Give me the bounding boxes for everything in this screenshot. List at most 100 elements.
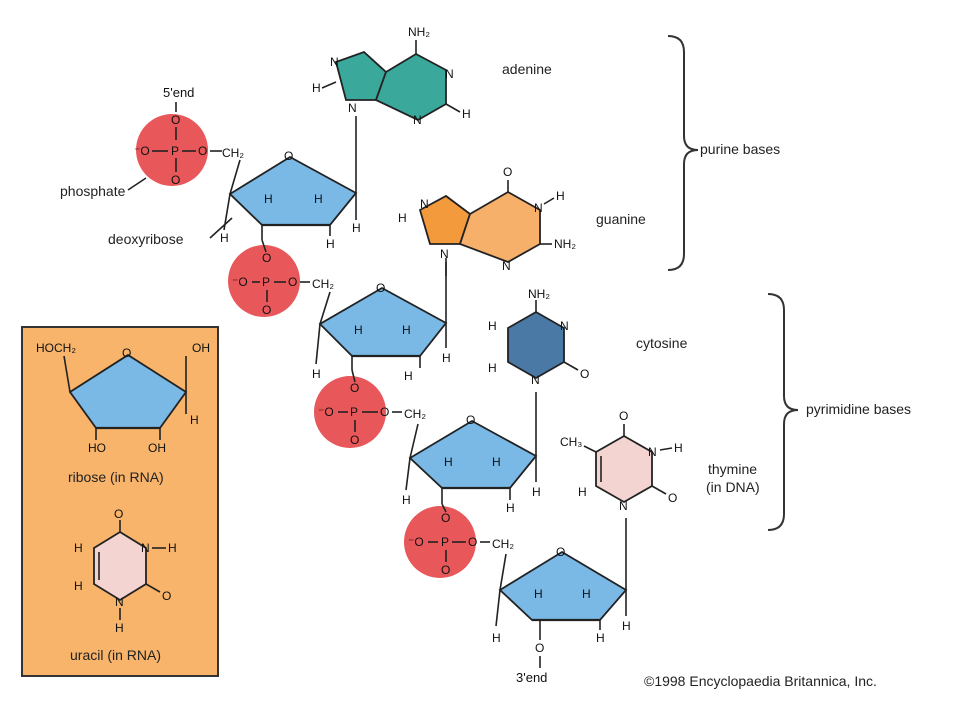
- p1-o-top: O: [171, 113, 180, 127]
- adenine-n1: N: [445, 67, 454, 81]
- thymine-label-line2: (in DNA): [706, 479, 760, 495]
- p4-o-bottom: O: [441, 563, 450, 577]
- s4-h2: H: [582, 587, 591, 601]
- deoxyribose-sugar-2: O H H H H H: [312, 258, 451, 383]
- guanine-n1: N: [534, 201, 543, 215]
- thymine-label-line1: thymine: [708, 461, 757, 477]
- p4-o-top: O: [441, 511, 450, 525]
- s3-h5: H: [402, 493, 411, 507]
- uracil-n3: N: [141, 541, 150, 555]
- ribose-oh-top: OH: [192, 341, 210, 355]
- s2-h5: H: [312, 367, 321, 381]
- thymine-n1: N: [619, 499, 628, 513]
- s4-h5: H: [492, 631, 501, 645]
- p3-phosphorus: P: [350, 405, 358, 419]
- p2-phosphorus: P: [262, 275, 270, 289]
- uracil-ring: [93, 530, 147, 602]
- p1-minus-o: ⁻O: [134, 144, 150, 158]
- ribose-oh-right: OH: [148, 441, 166, 455]
- cytosine-h5: H: [488, 319, 497, 333]
- guanine-label: guanine: [596, 211, 646, 227]
- adenine-h8: H: [312, 81, 321, 95]
- adenine-n7: N: [330, 55, 339, 69]
- phosphate-pointer: [127, 177, 147, 191]
- p3-ch2: CH₂: [404, 407, 426, 421]
- p1-ch2: CH₂: [222, 146, 244, 160]
- ribose-label: ribose (in RNA): [68, 469, 164, 485]
- guanine-nh2: NH₂: [554, 237, 576, 251]
- p2-o-bottom: O: [262, 303, 271, 317]
- phosphate-group-2: O P ⁻O O O CH₂: [228, 239, 334, 317]
- s3-h1: H: [444, 455, 453, 469]
- thymine-base: O N H CH₃ H N O: [560, 409, 683, 513]
- p2-o-right: O: [288, 275, 297, 289]
- thymine-o2: O: [668, 491, 677, 505]
- s4-o-3prime: O: [535, 641, 544, 655]
- p2-o-top: O: [262, 251, 271, 265]
- thymine-o4: O: [619, 409, 628, 423]
- phosphate-group-1: 5'end O P ⁻O O O CH₂: [134, 85, 244, 187]
- s1-h5: H: [220, 231, 229, 245]
- s3-h4: H: [532, 485, 541, 499]
- p3-o-right: O: [380, 405, 389, 419]
- s4-h3: H: [596, 631, 605, 645]
- uracil-oxygen-right: O: [162, 589, 171, 603]
- ribose-ho-left: HO: [88, 441, 106, 455]
- cytosine-n1: N: [531, 373, 540, 387]
- deoxyribose-sugar-1: O H H H H H: [220, 130, 361, 251]
- adenine-label: adenine: [502, 61, 552, 77]
- uracil-label: uracil (in RNA): [70, 647, 161, 663]
- uracil-h-c5: H: [74, 541, 83, 555]
- cytosine-o2: O: [580, 367, 589, 381]
- p4-minus-o: ⁻O: [408, 535, 424, 549]
- adenine-n3: N: [413, 113, 422, 127]
- p3-o-top: O: [350, 381, 359, 395]
- ribose-ring-oxygen: O: [122, 346, 131, 360]
- five-prime-end-label: 5'end: [163, 85, 194, 100]
- s2-h1: H: [354, 323, 363, 337]
- deoxyribose-pointer: [209, 217, 233, 239]
- purine-bracket: [667, 35, 699, 271]
- s4-h4: H: [622, 619, 631, 633]
- guanine-base: N H N N H N O NH₂: [398, 165, 576, 276]
- uracil-h-c6: H: [74, 579, 83, 593]
- purine-bases-label: purine bases: [700, 141, 780, 157]
- uracil-oxygen-top: O: [114, 507, 123, 521]
- phosphate-label: phosphate: [60, 183, 126, 199]
- s4-ring-o: O: [556, 545, 565, 559]
- s1-h4: H: [352, 221, 361, 235]
- rna-inset-box: O HOCH₂ OH H HO OH ribose (in RNA) O N H…: [21, 326, 219, 677]
- s1-h1: H: [264, 192, 273, 206]
- copyright-notice: ©1998 Encyclopaedia Britannica, Inc.: [644, 673, 877, 689]
- guanine-h8: H: [398, 211, 407, 225]
- uracil-n1: N: [115, 595, 124, 609]
- thymine-h3: H: [674, 441, 683, 455]
- s2-h4: H: [442, 351, 451, 365]
- s2-ring-o: O: [376, 281, 385, 295]
- phosphate-group-3: O P ⁻O O O CH₂: [314, 369, 426, 448]
- guanine-h1: H: [556, 189, 565, 203]
- s4-h1: H: [534, 587, 543, 601]
- cytosine-n3: N: [560, 319, 569, 333]
- pyrimidine-bases-label: pyrimidine bases: [806, 401, 911, 417]
- deoxyribose-label: deoxyribose: [108, 231, 184, 247]
- phosphate-group-4: O P ⁻O O O CH₂: [404, 503, 514, 578]
- adenine-base: N H N N N H NH₂: [312, 25, 471, 130]
- p1-o-right: O: [198, 144, 207, 158]
- p2-minus-o: ⁻O: [232, 275, 248, 289]
- s3-h3: H: [506, 501, 515, 515]
- p1-o-bottom: O: [171, 173, 180, 187]
- thymine-h6: H: [578, 485, 587, 499]
- s2-h3: H: [404, 369, 413, 383]
- guanine-n3: N: [502, 259, 511, 273]
- uracil-h-n1: H: [115, 621, 124, 635]
- thymine-ch3: CH₃: [560, 435, 582, 449]
- p3-o-bottom: O: [350, 433, 359, 447]
- ribose-h-right: H: [190, 413, 199, 427]
- cytosine-nh2: NH₂: [528, 287, 550, 301]
- s3-h2: H: [492, 455, 501, 469]
- s1-ring-o: O: [284, 149, 293, 163]
- deoxyribose-sugar-4: O H H H H H O 3'end: [492, 518, 631, 685]
- three-prime-end-label: 3'end: [516, 670, 547, 685]
